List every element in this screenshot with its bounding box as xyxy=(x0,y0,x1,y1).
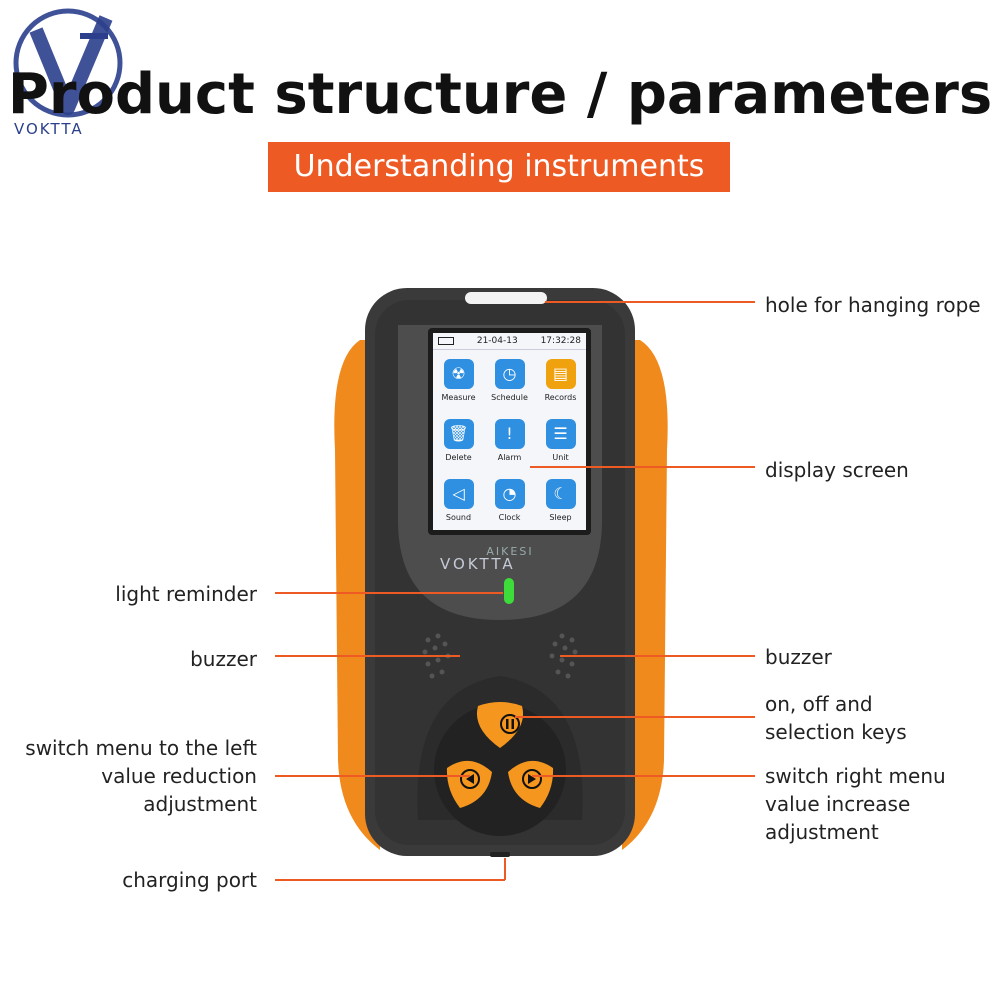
app-unit[interactable]: ☰ Unit xyxy=(535,410,586,470)
records-icon: ▤ xyxy=(545,358,576,389)
label-buzzer-right: buzzer xyxy=(765,645,832,669)
app-sleep[interactable]: ☾ Sleep xyxy=(535,470,586,530)
hanging-hole xyxy=(465,292,547,304)
app-label: Unit xyxy=(552,452,569,462)
battery-icon xyxy=(438,337,454,345)
label-line: adjustment xyxy=(765,820,879,844)
display-screen: 21-04-13 17:32:28 ☢ Measure ◷ Schedule ▤… xyxy=(433,333,586,530)
brand-logo xyxy=(13,8,123,118)
label-line: switch right menu xyxy=(765,764,946,788)
label-line: adjustment xyxy=(143,792,257,816)
app-label: Measure xyxy=(441,392,476,402)
app-label: Records xyxy=(544,392,577,402)
app-sound[interactable]: ◁ Sound xyxy=(433,470,484,530)
logo-text: VOKTTA xyxy=(14,120,84,138)
app-measure[interactable]: ☢ Measure xyxy=(433,350,484,410)
alarm-icon: ! xyxy=(494,418,525,449)
watermark-text: VOKTTA xyxy=(440,555,516,573)
app-delete[interactable]: 🗑 Delete xyxy=(433,410,484,470)
status-date: 21-04-13 xyxy=(476,336,518,346)
label-left-key: switch menu to the left value reduction … xyxy=(25,734,257,818)
label-display-screen: display screen xyxy=(765,458,909,482)
leader-line-buzzer-right xyxy=(560,655,755,657)
app-grid: ☢ Measure ◷ Schedule ▤ Records 🗑 Delete … xyxy=(433,350,586,530)
leader-line-light xyxy=(275,592,503,594)
buzzer-right-grille xyxy=(549,633,578,679)
label-selection-keys: on, off and selection keys xyxy=(765,690,907,746)
trash-icon: 🗑 xyxy=(443,418,474,449)
clock-face-icon: ◷ xyxy=(494,358,525,389)
app-label: Delete xyxy=(445,452,472,462)
indicator-light xyxy=(504,578,514,604)
leader-line-charging-riser xyxy=(504,858,506,880)
label-buzzer-left: buzzer xyxy=(190,647,257,671)
right-key xyxy=(508,760,554,808)
radiation-icon: ☢ xyxy=(443,358,474,389)
leader-line-charging xyxy=(275,879,505,881)
label-charging-port: charging port xyxy=(122,868,257,892)
label-line: value reduction xyxy=(101,764,257,788)
label-line: switch menu to the left xyxy=(25,736,257,760)
leader-line-left-key xyxy=(275,775,470,777)
left-key xyxy=(446,760,492,808)
label-light-reminder: light reminder xyxy=(115,582,257,606)
charging-port xyxy=(490,852,510,857)
speaker-icon: ◁ xyxy=(443,478,474,509)
label-line: on, off and xyxy=(765,692,873,716)
app-schedule[interactable]: ◷ Schedule xyxy=(484,350,535,410)
status-bar: 21-04-13 17:32:28 xyxy=(433,333,586,350)
app-records[interactable]: ▤ Records xyxy=(535,350,586,410)
label-hanging-hole: hole for hanging rope xyxy=(765,293,981,317)
label-line: value increase xyxy=(765,792,911,816)
app-label: Clock xyxy=(498,512,521,522)
buzzer-left-grille xyxy=(422,633,451,679)
moon-icon: ☾ xyxy=(545,478,576,509)
device-brand: AIKESI xyxy=(486,545,534,558)
app-clock[interactable]: ◔ Clock xyxy=(484,470,535,530)
leader-line-selection-keys xyxy=(515,716,755,718)
leader-line-right-key xyxy=(532,775,755,777)
app-label: Alarm xyxy=(497,452,522,462)
label-right-key: switch right menu value increase adjustm… xyxy=(765,762,946,846)
status-time: 17:32:28 xyxy=(540,336,581,346)
leader-line-display xyxy=(530,466,755,468)
app-label: Sound xyxy=(445,512,472,522)
leader-line-hanging-hole xyxy=(545,301,755,303)
app-label: Schedule xyxy=(491,392,528,402)
page-title: Product structure / parameters xyxy=(7,62,993,127)
list-icon: ☰ xyxy=(545,418,576,449)
label-line: selection keys xyxy=(765,720,907,744)
app-alarm[interactable]: ! Alarm xyxy=(484,410,535,470)
leader-line-buzzer-left xyxy=(275,655,460,657)
subtitle-banner: Understanding instruments xyxy=(268,142,730,192)
top-key xyxy=(476,702,524,748)
clock-icon: ◔ xyxy=(494,478,525,509)
app-label: Sleep xyxy=(549,512,572,522)
